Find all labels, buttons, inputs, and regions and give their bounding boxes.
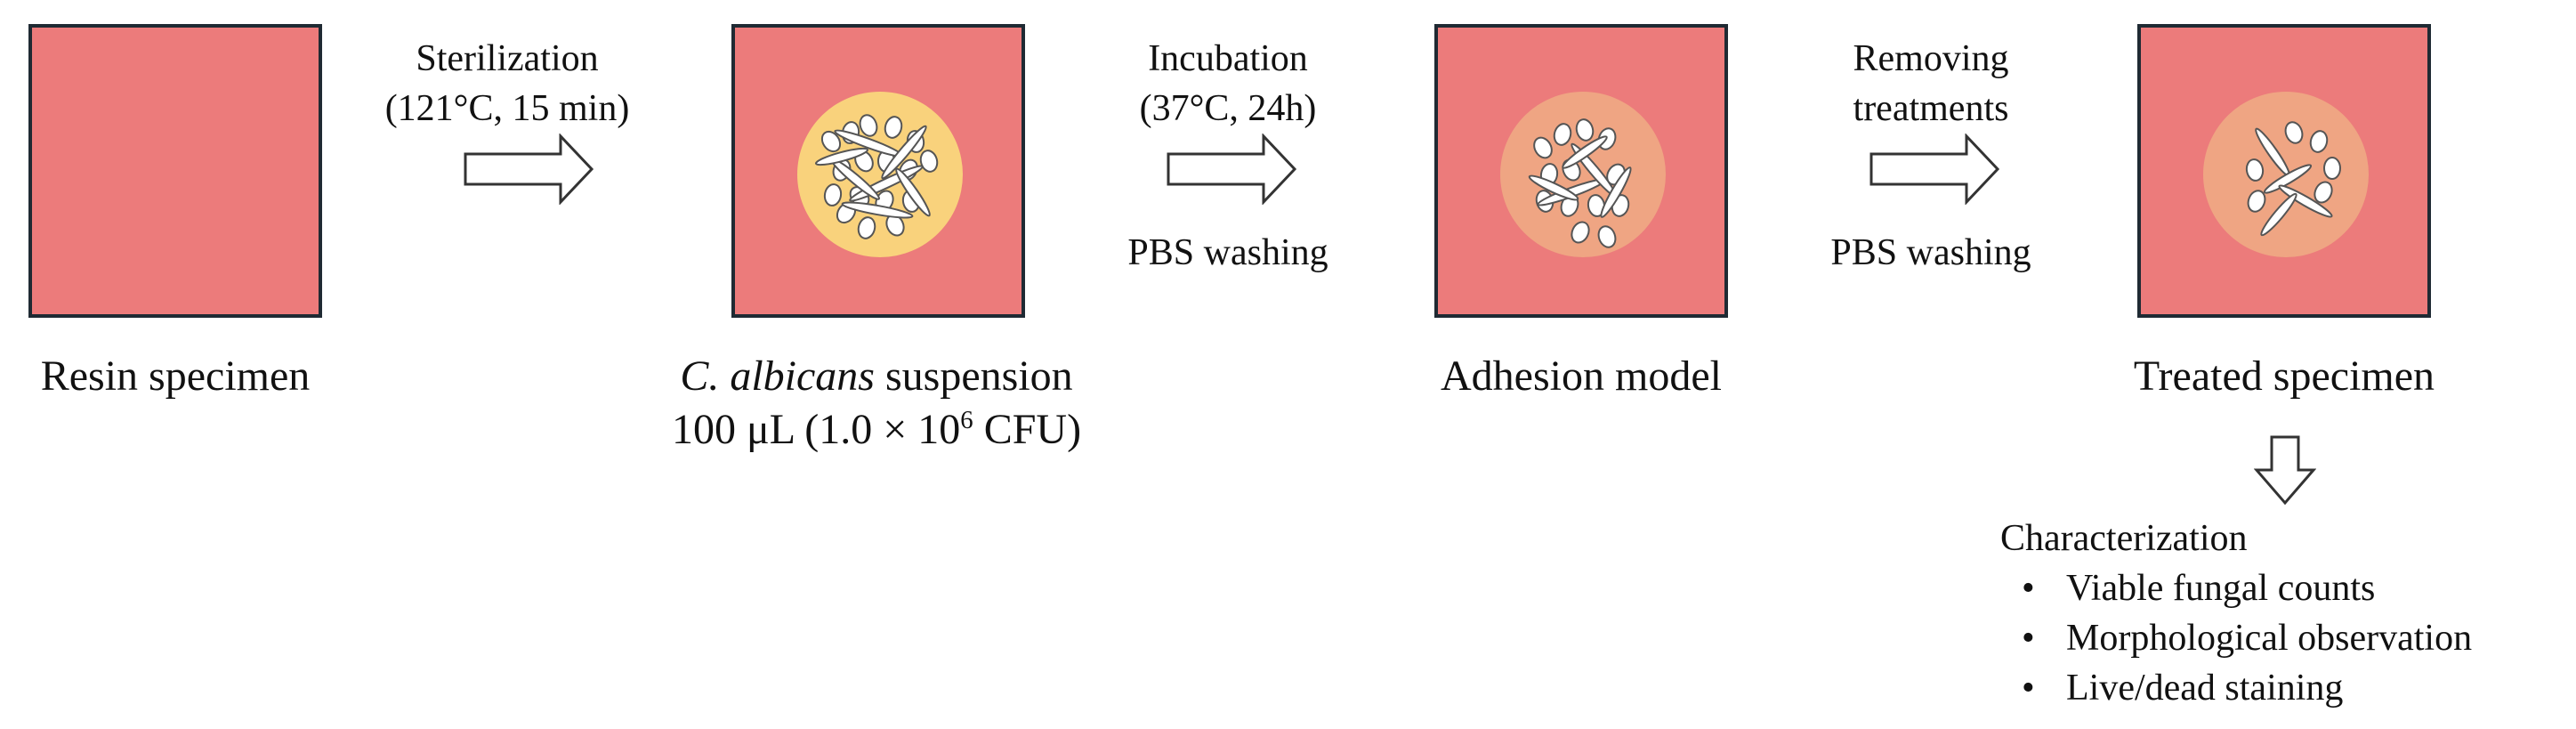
- hypha: [2260, 192, 2297, 237]
- species-name: C. albicans: [680, 352, 875, 400]
- treated-specimen-square: [2137, 24, 2431, 318]
- suspension-word: suspension: [874, 352, 1073, 400]
- sterilization-title: Sterilization: [416, 38, 599, 79]
- suspension-specimen-square: [731, 24, 1025, 318]
- removing-object: treatments: [1853, 88, 2009, 129]
- yeast-cell: [1553, 123, 1572, 146]
- cfu-text: CFU): [973, 406, 1082, 453]
- arrow-right-icon: [464, 134, 594, 205]
- yeast-cell: [1571, 221, 1590, 244]
- pbs-washing-label-2: PBS washing: [1830, 232, 2031, 273]
- yeast-cell: [2314, 181, 2333, 204]
- sterilization-step-label: Sterilization (121°C, 15 min): [374, 34, 641, 134]
- yeast-cell: [2284, 121, 2304, 144]
- yeast-cell: [884, 116, 903, 139]
- characterization-list: • Viable fungal counts • Morphological obs…: [2000, 563, 2472, 713]
- yeast-cell: [2323, 157, 2341, 180]
- list-item-text: Morphological observation: [2066, 618, 2473, 659]
- hypha: [841, 201, 914, 219]
- incubation-step-label: Incubation (37°C, 24h): [1103, 34, 1353, 134]
- suspension-drop: [797, 92, 963, 257]
- adhesion-model-label: Adhesion model: [1441, 352, 1722, 400]
- exponent: 6: [960, 406, 973, 434]
- volume-text: 100 μL (1.0 × 10: [671, 406, 961, 453]
- bullet-icon: •: [2022, 618, 2035, 659]
- pbs-washing-label-1: PBS washing: [1127, 232, 1328, 273]
- yeast-cell: [1533, 136, 1553, 159]
- treated-specimen-label: Treated specimen: [2133, 352, 2435, 400]
- hypha: [2263, 164, 2313, 194]
- arrow-right-icon: [1167, 134, 1297, 205]
- characterization-title: Characterization: [2000, 518, 2248, 559]
- yeast-cell: [823, 183, 843, 207]
- bullet-icon: •: [2022, 568, 2035, 609]
- removing-title: Removing: [1853, 38, 2009, 79]
- hypha: [881, 125, 927, 180]
- list-item: • Live/dead staining: [2000, 663, 2472, 713]
- bullet-icon: •: [2022, 668, 2035, 709]
- sterilization-conditions: (121°C, 15 min): [384, 88, 630, 129]
- yeast-cell: [1575, 118, 1595, 142]
- treated-cells-area: [2203, 92, 2369, 257]
- adhesion-specimen-square: [1434, 24, 1728, 318]
- characterization-block: Characterization • Viable fungal counts •…: [2000, 514, 2472, 713]
- hypha: [1600, 166, 1632, 218]
- hypha: [1528, 174, 1579, 201]
- arrow-right-icon: [1869, 134, 2000, 205]
- suspension-label: C. albicans suspension 100 μL (1.0 × 106…: [578, 350, 1175, 457]
- incubation-conditions: (37°C, 24h): [1139, 88, 1317, 129]
- yeast-cell: [859, 114, 878, 137]
- list-item-text: Viable fungal counts: [2066, 568, 2376, 609]
- arrow-down-icon: [2254, 435, 2316, 506]
- yeast-cell: [2309, 130, 2329, 153]
- hypha: [895, 167, 931, 217]
- hypha: [2278, 184, 2333, 218]
- list-item: • Morphological observation: [2000, 613, 2472, 663]
- list-item-text: Live/dead staining: [2066, 668, 2344, 709]
- yeast-cell: [2247, 190, 2266, 213]
- resin-specimen-square: [28, 24, 322, 318]
- yeast-cell: [820, 130, 842, 153]
- removing-step-label: Removing treatments: [1797, 34, 2064, 134]
- list-item: • Viable fungal counts: [2000, 563, 2472, 613]
- resin-specimen-label: Resin specimen: [40, 352, 311, 400]
- hypha: [814, 147, 869, 166]
- yeast-cell: [857, 216, 876, 239]
- adhered-cells-area: [1500, 92, 1666, 257]
- hypha: [1562, 135, 1608, 169]
- yeast-cell: [2245, 158, 2265, 182]
- yeast-cell: [919, 150, 939, 173]
- incubation-title: Incubation: [1148, 38, 1308, 79]
- yeast-cell: [1597, 225, 1617, 248]
